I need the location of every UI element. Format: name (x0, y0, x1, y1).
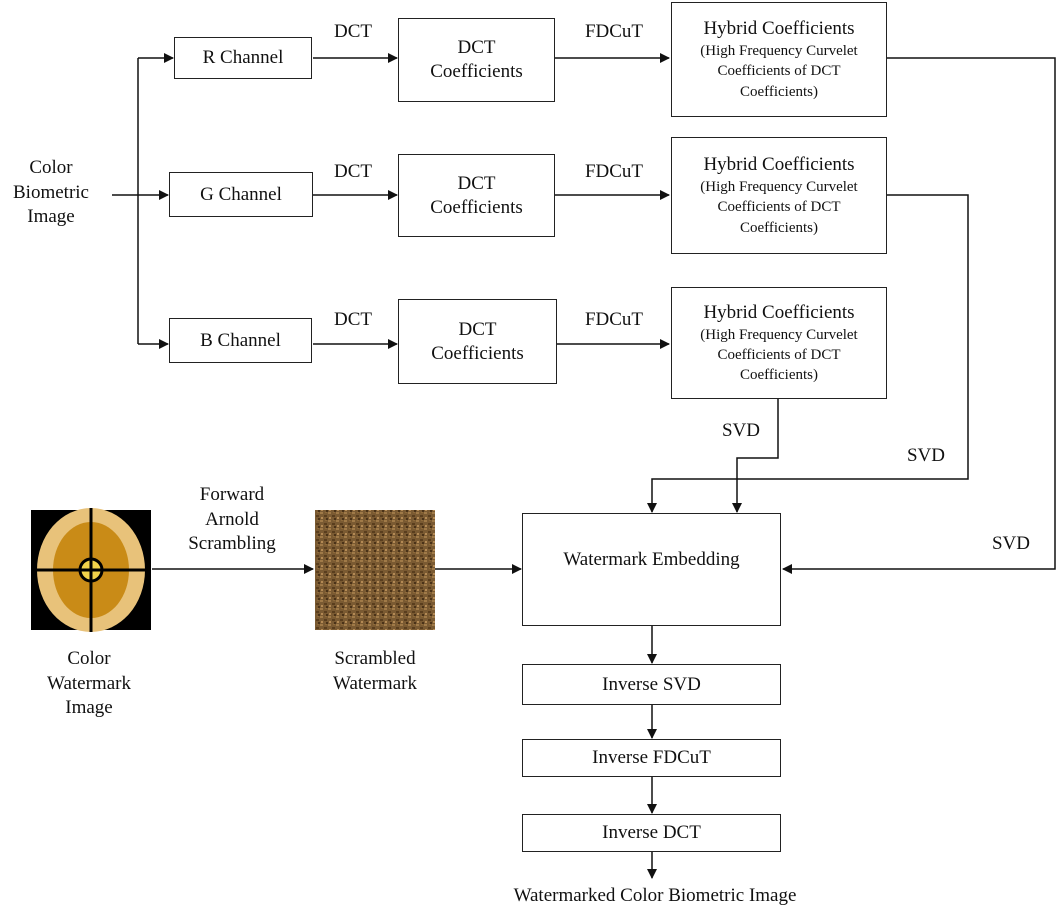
b-hybrid-coefficients-box: Hybrid Coefficients (High Frequency Curv… (671, 287, 887, 399)
r-hybrid-title: Hybrid Coefficients (703, 18, 855, 40)
g-channel-label: G Channel (200, 183, 282, 205)
g-hybrid-sub-1: (High Frequency Curvelet (700, 179, 858, 195)
inverse-svd-box: Inverse SVD (522, 664, 781, 705)
svd-path-r (782, 57, 1056, 574)
scrambled-watermark-label: Scrambled Watermark (315, 647, 435, 696)
b-hybrid-sub-1: (High Frequency Curvelet (700, 326, 858, 343)
svd-label-r: SVD (991, 533, 1031, 554)
embedding-label: Watermark Embedding (563, 549, 740, 570)
r-coeff-line-1: DCT (457, 37, 496, 59)
inverse-dct-label: Inverse DCT (602, 822, 701, 844)
g-dct-label: DCT (334, 161, 372, 182)
b-fdcut-label: FDCuT (584, 309, 644, 330)
watermark-embedding-box: Watermark Embedding (522, 513, 781, 626)
scrambled-line-2: Watermark (333, 672, 417, 694)
color-watermark-image (31, 508, 151, 632)
r-dct-coefficients-box: DCT Coefficients (398, 18, 555, 102)
svd-label-g: SVD (906, 445, 946, 466)
input-line-1: Color (29, 157, 73, 178)
g-hybrid-sub-3: Coefficients) (739, 219, 819, 236)
r-coeff-line-2: Coefficients (430, 61, 523, 82)
b-dct-label: DCT (334, 309, 372, 330)
watermark-line-1: Color (67, 648, 111, 669)
svd-label-b: SVD (721, 420, 761, 441)
input-biometric-label: Color Biometric Image (6, 156, 96, 230)
r-hybrid-coefficients-box: Hybrid Coefficients (High Frequency Curv… (671, 2, 887, 117)
scramble-line-3: Scrambling (188, 533, 276, 555)
inverse-svd-label: Inverse SVD (602, 673, 701, 695)
b-coeff-line-1: DCT (458, 318, 497, 340)
input-line-2: Biometric (13, 181, 89, 203)
g-channel-box: G Channel (169, 172, 313, 217)
inverse-dct-box: Inverse DCT (522, 814, 781, 852)
g-coeff-line-2: Coefficients (430, 196, 523, 218)
g-coeff-line-1: DCT (457, 172, 496, 194)
inverse-fdcut-box: Inverse FDCuT (522, 739, 781, 777)
r-dct-label: DCT (334, 21, 372, 42)
b-dct-coefficients-box: DCT Coefficients (398, 299, 557, 384)
r-hybrid-sub-3: Coefficients) (739, 83, 819, 100)
g-fdcut-label: FDCuT (584, 161, 644, 182)
r-hybrid-sub-2: Coefficients of DCT (717, 63, 841, 80)
output-label: Watermarked Color Biometric Image (513, 885, 797, 906)
b-channel-box: B Channel (169, 318, 312, 363)
b-hybrid-sub-3: Coefficients) (739, 367, 819, 383)
scrambling-label: Forward Arnold Scrambling (167, 483, 297, 557)
watermark-line-3: Image (65, 697, 113, 719)
g-hybrid-title: Hybrid Coefficients (703, 154, 855, 176)
watermark-line-2: Watermark (47, 672, 131, 694)
input-line-3: Image (27, 206, 75, 228)
svd-path-b (732, 399, 779, 513)
inverse-fdcut-label: Inverse FDCuT (592, 747, 711, 769)
scramble-line-2: Arnold (205, 508, 259, 530)
scrambled-line-1: Scrambled (334, 648, 416, 669)
r-fdcut-label: FDCuT (584, 21, 644, 42)
svd-path-g (647, 194, 969, 513)
g-hybrid-coefficients-box: Hybrid Coefficients (High Frequency Curv… (671, 137, 887, 254)
r-channel-label: R Channel (202, 47, 284, 69)
color-watermark-label: Color Watermark Image (29, 647, 149, 721)
b-channel-label: B Channel (200, 329, 281, 351)
g-dct-coefficients-box: DCT Coefficients (398, 154, 555, 237)
scramble-line-1: Forward (199, 484, 265, 505)
r-channel-box: R Channel (174, 37, 312, 79)
r-hybrid-sub-1: (High Frequency Curvelet (700, 43, 858, 59)
b-coeff-line-2: Coefficients (431, 342, 524, 364)
b-hybrid-title: Hybrid Coefficients (703, 301, 855, 323)
g-hybrid-sub-2: Coefficients of DCT (717, 199, 841, 216)
scrambled-watermark-image (315, 510, 435, 630)
b-hybrid-sub-2: Coefficients of DCT (717, 346, 841, 363)
